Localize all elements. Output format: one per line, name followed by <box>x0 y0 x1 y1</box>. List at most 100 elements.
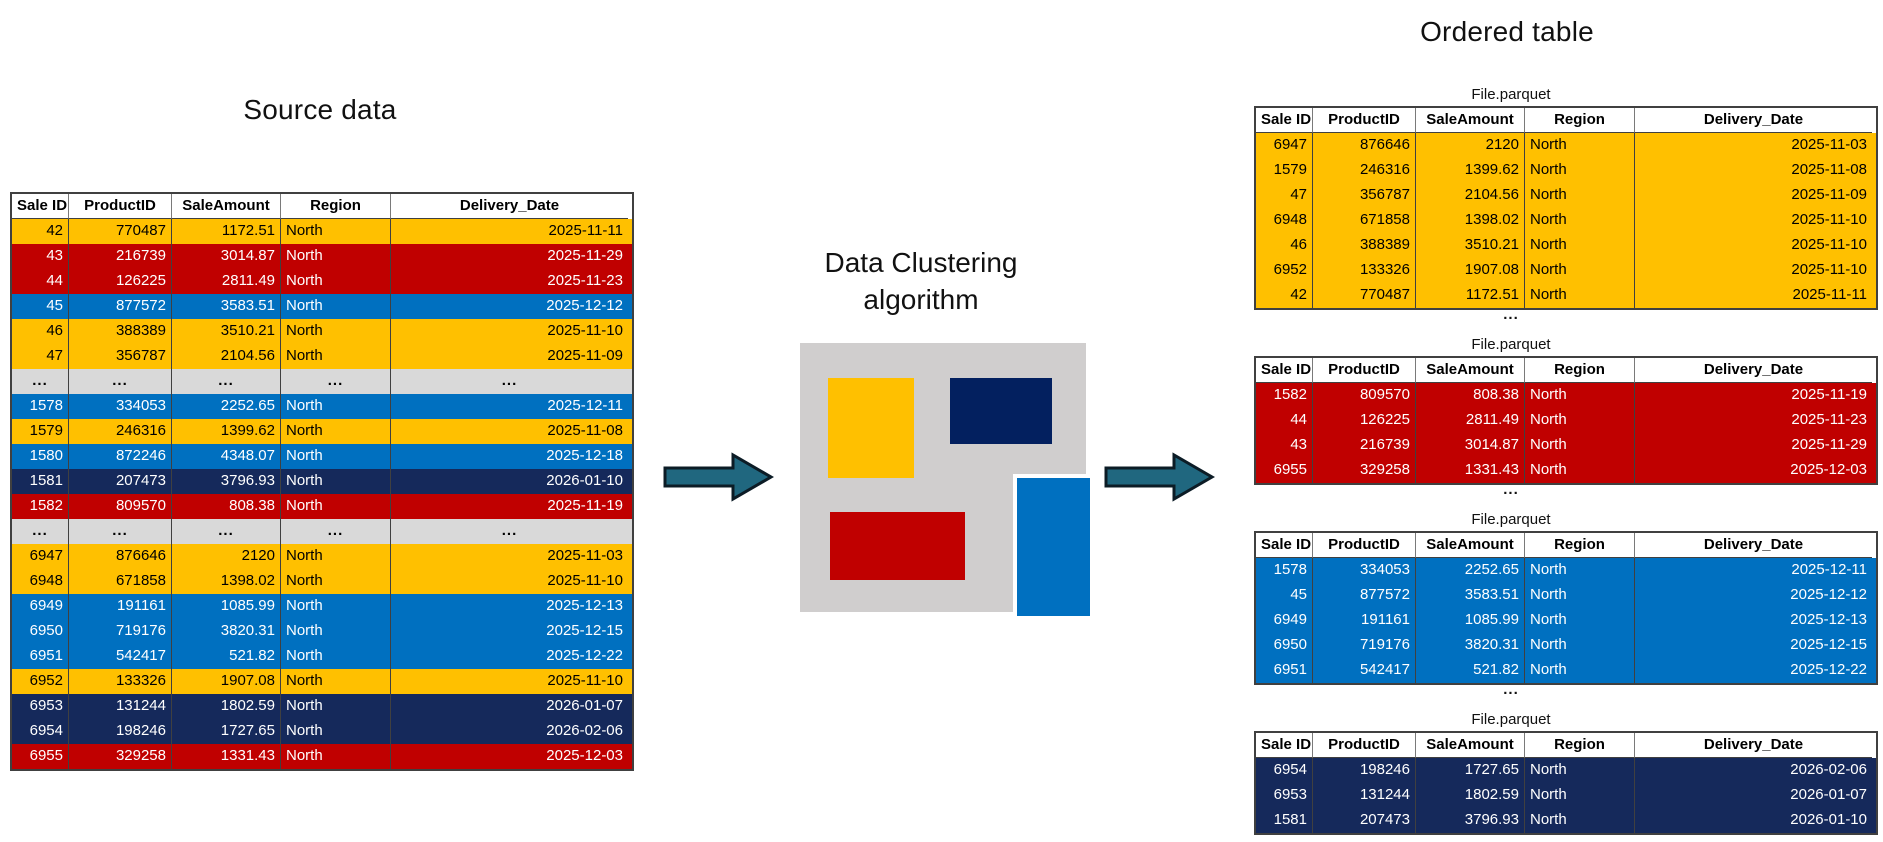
table-cell: North <box>280 319 390 344</box>
table-cell: 246316 <box>1312 158 1415 183</box>
table-cell: 6947 <box>29 547 63 564</box>
table-cell: 3510.21 <box>171 319 280 344</box>
algorithm-title-line1: Data Clustering <box>824 247 1018 278</box>
table-cell: ... <box>68 369 171 394</box>
table-cell: North <box>280 644 390 669</box>
column-header: Delivery_Date <box>1634 733 1872 758</box>
table-cell: 6950 <box>29 622 63 639</box>
table-cell: ... <box>280 369 390 394</box>
table-cell: 6947 <box>1273 136 1307 153</box>
table-cell: 2025-11-19 <box>1634 383 1872 408</box>
table-cell: 6949 <box>1273 611 1307 628</box>
table-cell: North <box>1524 783 1634 808</box>
table-cell: North <box>1524 808 1634 833</box>
ellipsis-separator: ... <box>1503 306 1519 323</box>
table-cell: 1578 <box>1273 561 1307 578</box>
table-cell: 3014.87 <box>1415 433 1524 458</box>
table-cell: 2025-12-15 <box>1634 633 1872 658</box>
table-cell: North <box>1524 383 1634 408</box>
table-cell: 3796.93 <box>1415 808 1524 833</box>
table-cell: 1727.65 <box>1415 758 1524 783</box>
column-header: SaleAmount <box>1415 533 1524 558</box>
table-cell: 2025-11-08 <box>1634 158 1872 183</box>
table-cell: 2025-12-11 <box>390 394 628 419</box>
table-cell: 1579 <box>29 422 63 439</box>
table-cell: 1802.59 <box>1415 783 1524 808</box>
table-cell: North <box>1524 633 1634 658</box>
table-cell: 1331.43 <box>171 744 280 769</box>
table-cell: 43 <box>46 247 63 264</box>
table-cell: North <box>280 719 390 744</box>
table-cell: 1398.02 <box>1415 208 1524 233</box>
table-cell: 719176 <box>1312 633 1415 658</box>
table-cell: 6951 <box>1273 661 1307 678</box>
table-cell: 877572 <box>68 294 171 319</box>
table-cell: 876646 <box>68 544 171 569</box>
table-cell: 1581 <box>1273 811 1307 828</box>
table-cell: 3820.31 <box>171 619 280 644</box>
column-header: ProductID <box>1312 108 1415 133</box>
table-cell: 1172.51 <box>171 219 280 244</box>
table-cell: 2025-11-23 <box>1634 408 1872 433</box>
table-cell: North <box>280 344 390 369</box>
column-header: Sale ID <box>1256 108 1312 133</box>
parquet-file-label: File.parquet <box>1471 86 1551 103</box>
table-cell: 44 <box>46 272 63 289</box>
table-cell: 719176 <box>68 619 171 644</box>
table-cell: North <box>1524 133 1634 158</box>
table-cell: 2025-11-10 <box>1634 233 1872 258</box>
table-cell: 2025-11-08 <box>390 419 628 444</box>
parquet-file-label: File.parquet <box>1471 336 1551 353</box>
table-cell: 191161 <box>68 594 171 619</box>
ellipsis-separator: ... <box>1503 481 1519 498</box>
table-cell: 2025-11-09 <box>390 344 628 369</box>
table-cell: North <box>1524 583 1634 608</box>
column-header: Sale ID <box>1256 733 1312 758</box>
table-cell: 46 <box>46 322 63 339</box>
table-cell: ... <box>171 369 280 394</box>
table-cell: 45 <box>1290 586 1307 603</box>
table-cell: 2025-11-23 <box>390 269 628 294</box>
column-header: ProductID <box>1312 733 1415 758</box>
table-cell: North <box>280 544 390 569</box>
table-cell: 216739 <box>68 244 171 269</box>
source-data-title: Source data <box>243 94 397 125</box>
table-cell: 3583.51 <box>171 294 280 319</box>
table-cell: 2025-11-29 <box>1634 433 1872 458</box>
table-cell: 3014.87 <box>171 244 280 269</box>
table-cell: 1579 <box>1273 161 1307 178</box>
column-header: Delivery_Date <box>390 194 628 219</box>
table-cell: 2025-12-13 <box>390 594 628 619</box>
table-row: ............... <box>12 369 632 394</box>
table-cell: 877572 <box>1312 583 1415 608</box>
table-cell: 671858 <box>68 569 171 594</box>
table-cell: 2025-12-03 <box>1634 458 1872 483</box>
table-cell: 126225 <box>1312 408 1415 433</box>
table-cell: 2025-11-10 <box>390 669 628 694</box>
table-cell: 2025-11-10 <box>390 569 628 594</box>
table-cell: 1727.65 <box>171 719 280 744</box>
table-cell: North <box>280 669 390 694</box>
table-cell: 3796.93 <box>171 469 280 494</box>
table-cell: 207473 <box>68 469 171 494</box>
column-header: Delivery_Date <box>1634 533 1872 558</box>
table-cell: North <box>1524 433 1634 458</box>
table-cell: 6955 <box>29 747 63 764</box>
